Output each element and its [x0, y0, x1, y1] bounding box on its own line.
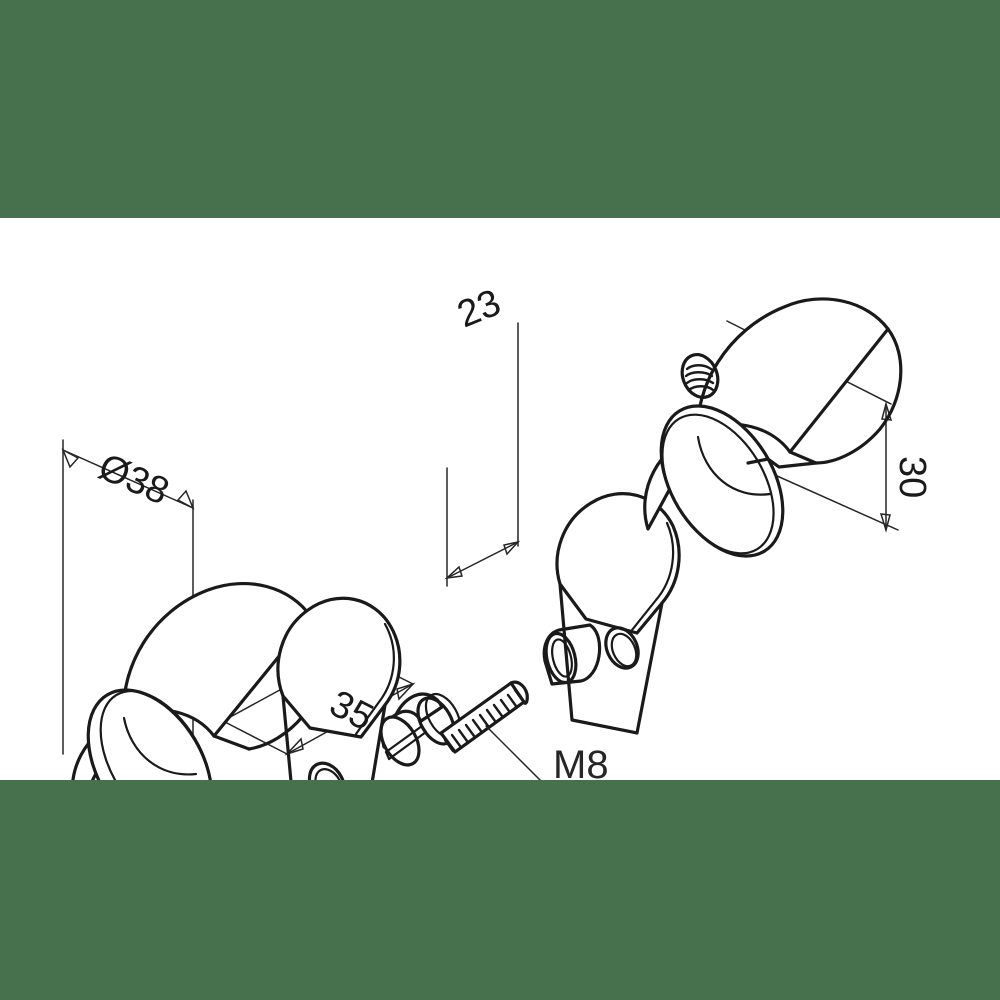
spacer-bushing — [542, 623, 602, 686]
technical-drawing-canvas: .ol { fill:none; stroke:#1a1a1a; stroke-… — [0, 218, 1000, 780]
bottom-green-band — [0, 780, 1000, 1000]
left-gasket-disc — [276, 596, 402, 780]
callout-m8 — [485, 725, 542, 780]
callout-m8-label: M8 — [553, 743, 609, 780]
dimension-length-30-label: 30 — [891, 456, 933, 498]
screw-threaded-shaft — [439, 680, 529, 754]
dimension-diameter-38-label: Ø38 — [92, 446, 175, 514]
top-green-band — [0, 0, 1000, 218]
right-gasket-disc — [555, 492, 681, 735]
dimension-length-23 — [444, 322, 521, 587]
dimension-length-23-label: 23 — [452, 282, 507, 337]
m8-stud-screw — [379, 680, 529, 767]
tapped-m8-hole — [680, 353, 720, 399]
right-cylinder-body — [643, 297, 903, 558]
left-cylinder-body — [71, 582, 326, 780]
